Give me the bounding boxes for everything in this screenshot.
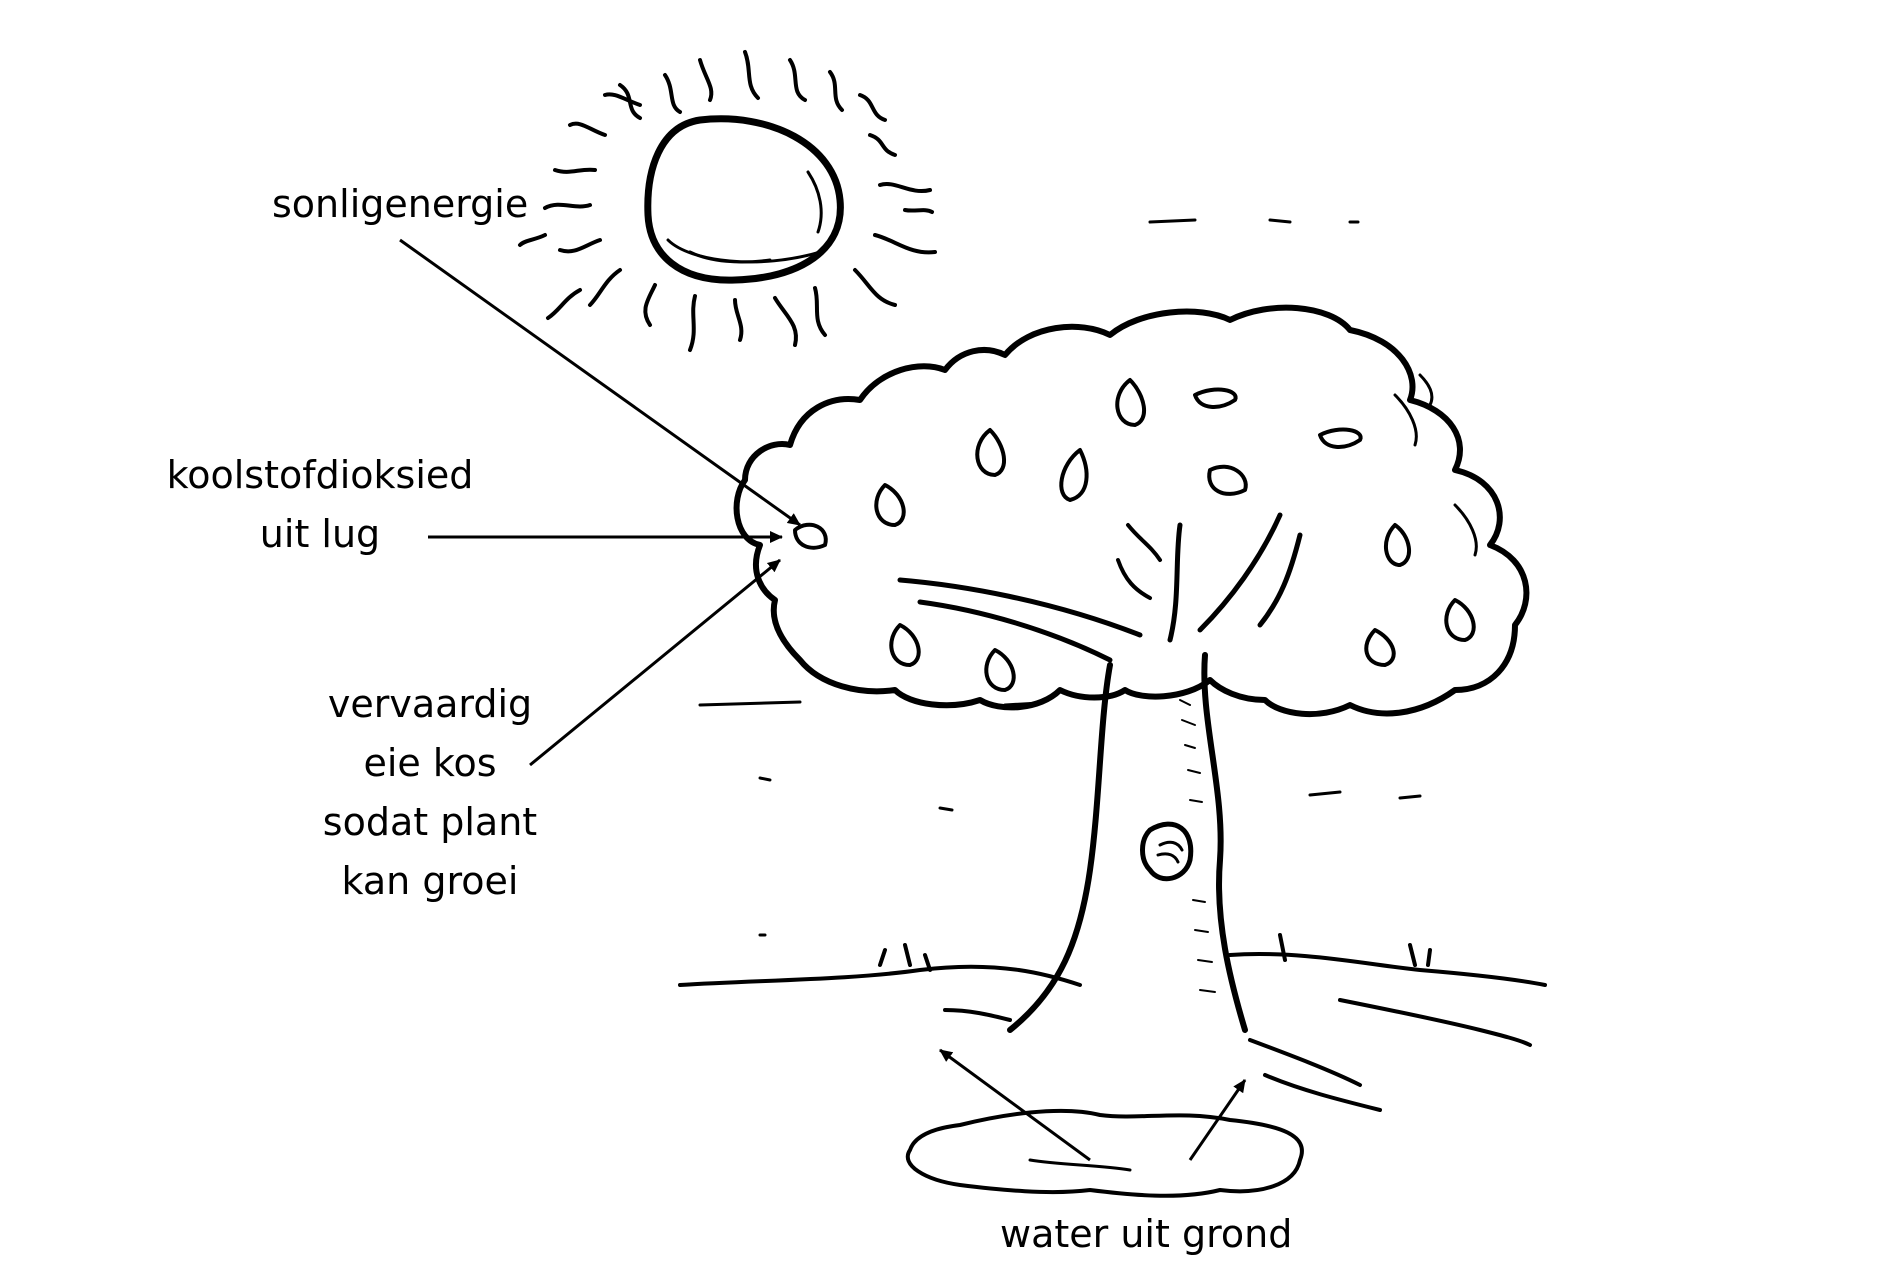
ground-strokes: [678, 933, 1547, 1112]
co2-label-line1: koolstofdioksied: [166, 453, 474, 497]
water-label: water uit grond: [1000, 1212, 1293, 1256]
food-label-line3: sodat plant: [322, 800, 538, 844]
water-arrow-left: [939, 1048, 1091, 1162]
food-label-line4: kan groei: [341, 859, 519, 903]
sunlight-label: sonligenergie: [272, 182, 529, 226]
food-label-line2: eie kos: [363, 741, 497, 785]
co2-label-line2: uit lug: [259, 512, 381, 556]
sunlight-arrow: [399, 238, 801, 527]
sun-rays: [518, 50, 937, 352]
tree-icon: [678, 304, 1547, 1198]
sun-icon: [518, 50, 937, 352]
food-label-line1: vervaardig: [327, 682, 533, 726]
arrows: [399, 238, 1247, 1162]
food-arrow: [529, 558, 781, 767]
co2-label: koolstofdioksied uit lug: [150, 456, 490, 553]
water-arrow-right: [1188, 1079, 1247, 1161]
water-puddle: [906, 1108, 1304, 1198]
leaf-icons: [793, 378, 1476, 692]
food-label: vervaardig eie kos sodat plant kan groei: [300, 685, 560, 900]
